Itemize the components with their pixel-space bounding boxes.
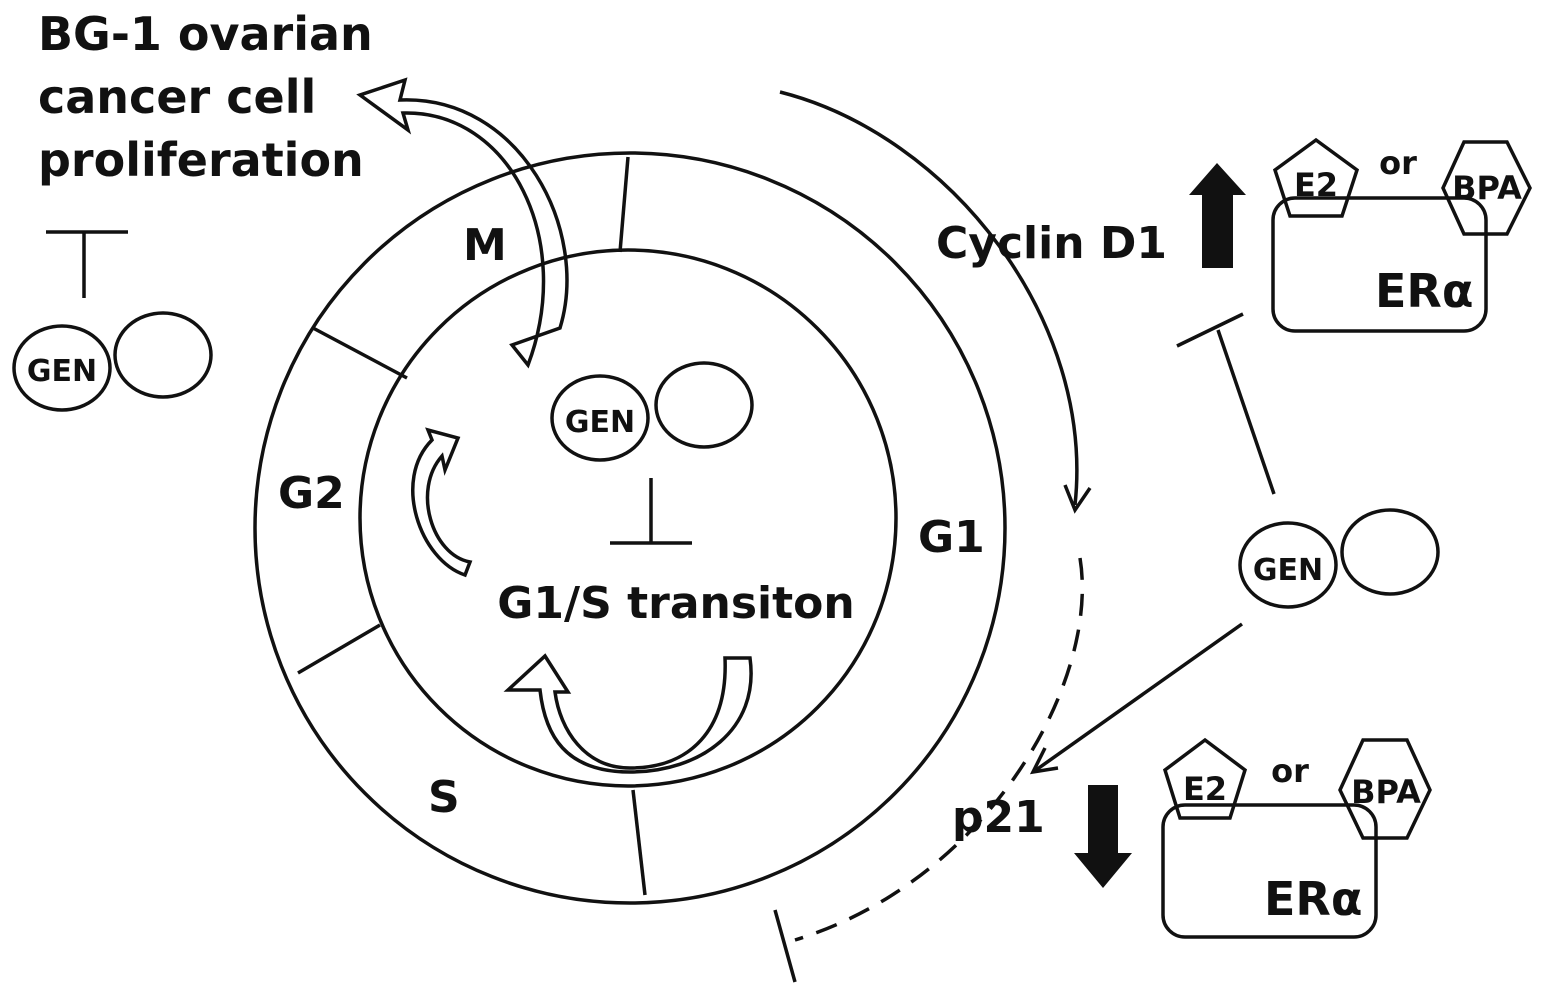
top-receptor-group: E2 BPA or ERα <box>1271 137 1532 333</box>
er-label-bottom: ERα <box>1264 872 1362 926</box>
phase-label-g1: G1 <box>918 512 985 563</box>
er-label-top: ERα <box>1375 264 1473 318</box>
title-line-2: cancer cell <box>38 70 316 124</box>
phase-label-g2: G2 <box>278 468 345 519</box>
e2-label-top: E2 <box>1294 166 1338 204</box>
p21-label: p21 <box>952 792 1045 843</box>
gen-to-p21-arrow <box>1034 622 1244 772</box>
dashed-inhibition-curve <box>794 557 1085 942</box>
phase-label-m: M <box>463 220 507 271</box>
bpa-label-top: BPA <box>1452 169 1522 207</box>
outer-ring <box>253 151 1007 905</box>
gen-label-left: GEN <box>27 354 97 389</box>
outer-curved-arrow <box>779 90 1079 506</box>
cyclin-up-arrow <box>1189 163 1246 268</box>
p21-down-arrow <box>1074 785 1132 888</box>
gen-label-right: GEN <box>1253 553 1323 588</box>
center-inhibition-symbol <box>610 478 692 545</box>
outer-curved-arrow-head <box>1063 484 1092 514</box>
right-gen-complex: GEN <box>1238 508 1440 609</box>
gen-to-p21-arrow-head <box>1029 747 1059 775</box>
left-gen-complex: GEN <box>12 311 213 412</box>
e2-label-bottom: E2 <box>1183 770 1227 808</box>
inner-left-hollow-arrow <box>411 427 473 578</box>
right-inhibition-symbol <box>1176 312 1276 495</box>
proliferation-hollow-arrow <box>356 77 569 369</box>
phase-dividers <box>297 156 647 896</box>
bpa-label-bottom: BPA <box>1351 773 1421 811</box>
bottom-receptor-group: E2 BPA or ERα <box>1161 737 1432 939</box>
title-line-1: BG-1 ovarian <box>38 7 373 61</box>
dashed-inhibition-bar <box>773 909 797 983</box>
title-line-3: proliferation <box>38 133 364 187</box>
center-label: G1/S transiton <box>497 578 854 629</box>
cyclin-label: Cyclin D1 <box>936 218 1167 269</box>
left-inhibition-symbol <box>46 230 128 298</box>
gen-label-center: GEN <box>565 405 635 440</box>
phase-label-s: S <box>428 772 460 823</box>
or-label-top: or <box>1379 144 1417 182</box>
inner-ring <box>358 248 898 788</box>
or-label-bottom: or <box>1271 752 1309 790</box>
inner-bottom-hollow-arrow <box>503 653 753 774</box>
center-gen-complex: GEN <box>550 361 754 462</box>
